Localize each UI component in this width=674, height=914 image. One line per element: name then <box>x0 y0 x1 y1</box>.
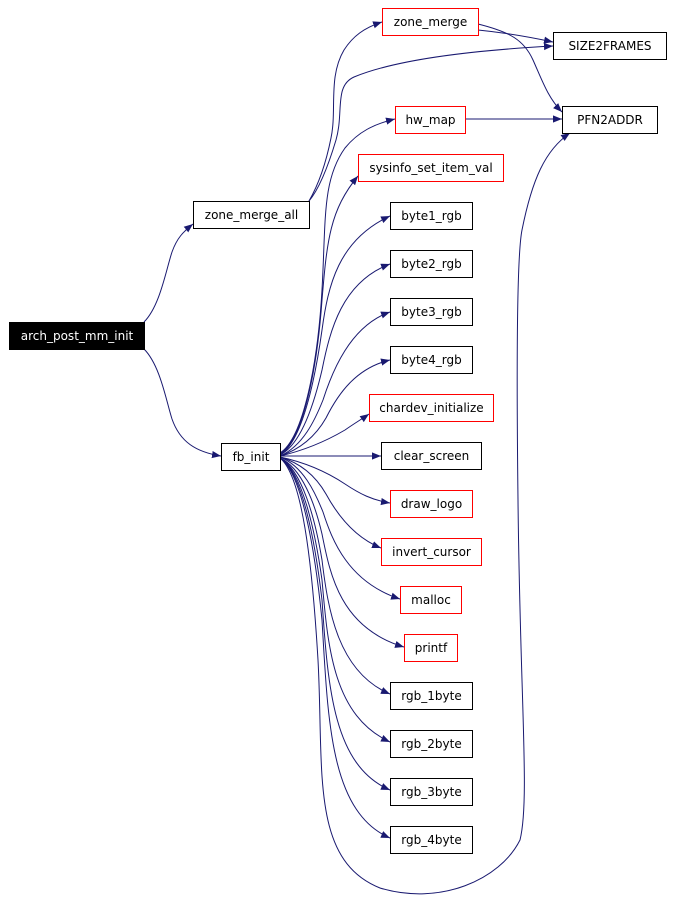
edge-zone-merge-all-to-size2frames <box>308 42 554 202</box>
edge-fb-init-to-byte2-rgb <box>279 263 391 456</box>
edge-arch-post-mm-init-to-fb-init <box>143 348 222 459</box>
node-label-chardev-initialize: chardev_initialize <box>379 401 483 415</box>
node-rgb-3byte[interactable]: rgb_3byte <box>390 778 473 806</box>
node-box-malloc <box>400 586 462 614</box>
node-box-arch-post-mm-init <box>9 322 145 350</box>
node-box-byte3-rgb <box>390 298 473 326</box>
node-box-byte2-rgb <box>390 250 473 278</box>
edge-fb-init-to-byte1-rgb <box>279 215 391 456</box>
node-box-clear-screen <box>381 442 482 470</box>
node-zone-merge[interactable]: zone_merge <box>382 8 479 36</box>
node-label-zone-merge-all: zone_merge_all <box>205 208 298 222</box>
node-malloc[interactable]: malloc <box>400 586 462 614</box>
node-label-size2frames: SIZE2FRAMES <box>568 39 651 53</box>
node-label-fb-init: fb_init <box>233 450 270 464</box>
node-label-byte3-rgb: byte3_rgb <box>401 305 461 319</box>
edge-fb-init-to-rgb-3byte <box>279 457 391 791</box>
node-label-draw-logo: draw_logo <box>401 497 462 511</box>
node-zone-merge-all[interactable]: zone_merge_all <box>193 201 310 229</box>
edges-layer <box>143 21 571 895</box>
node-label-byte4-rgb: byte4_rgb <box>401 353 461 367</box>
node-box-pfn2addr <box>562 106 658 134</box>
node-label-clear-screen: clear_screen <box>394 449 470 463</box>
node-label-hw-map: hw_map <box>405 113 455 127</box>
node-label-invert-cursor: invert_cursor <box>392 545 471 559</box>
node-rgb-1byte[interactable]: rgb_1byte <box>390 682 473 710</box>
edge-fb-init-to-chardev-initialize <box>279 413 370 457</box>
node-box-invert-cursor <box>381 538 482 566</box>
node-label-rgb-4byte: rgb_4byte <box>401 833 461 847</box>
node-box-fb-init <box>221 443 281 471</box>
node-rgb-2byte[interactable]: rgb_2byte <box>390 730 473 758</box>
node-box-rgb-4byte <box>390 826 473 854</box>
node-box-chardev-initialize <box>369 394 494 422</box>
node-box-rgb-3byte <box>390 778 473 806</box>
node-label-zone-merge: zone_merge <box>394 15 467 29</box>
node-label-printf: printf <box>415 641 448 655</box>
node-invert-cursor[interactable]: invert_cursor <box>381 538 482 566</box>
node-fb-init[interactable]: fb_init <box>221 443 281 471</box>
edge-fb-init-to-draw-logo <box>279 456 391 506</box>
node-rgb-4byte[interactable]: rgb_4byte <box>390 826 473 854</box>
node-label-sysinfo-set-item-val: sysinfo_set_item_val <box>369 161 492 175</box>
edge-fb-init-to-rgb-4byte <box>279 457 391 839</box>
edge-fb-init-to-invert-cursor <box>279 456 382 549</box>
node-label-rgb-3byte: rgb_3byte <box>401 785 461 799</box>
edge-fb-init-to-rgb-2byte <box>279 457 391 743</box>
node-hw-map[interactable]: hw_map <box>395 106 466 134</box>
edge-zone-merge-to-size2frames <box>477 29 554 44</box>
node-box-hw-map <box>395 106 466 134</box>
edge-fb-init-to-printf <box>279 457 405 648</box>
node-label-byte1-rgb: byte1_rgb <box>401 209 461 223</box>
node-clear-screen[interactable]: clear_screen <box>381 442 482 470</box>
node-label-rgb-1byte: rgb_1byte <box>401 689 461 703</box>
node-label-malloc: malloc <box>411 593 451 607</box>
edge-fb-init-to-sysinfo-set-item-val <box>279 175 359 455</box>
node-size2frames[interactable]: SIZE2FRAMES <box>553 32 667 60</box>
node-printf[interactable]: printf <box>404 634 458 662</box>
node-byte2-rgb[interactable]: byte2_rgb <box>390 250 473 278</box>
node-label-pfn2addr: PFN2ADDR <box>577 113 643 127</box>
node-box-draw-logo <box>390 490 473 518</box>
node-box-size2frames <box>553 32 667 60</box>
edge-fb-init-to-byte3-rgb <box>279 311 391 457</box>
node-label-byte2-rgb: byte2_rgb <box>401 257 461 271</box>
node-box-rgb-2byte <box>390 730 473 758</box>
node-box-byte1-rgb <box>390 202 473 230</box>
node-label-arch-post-mm-init: arch_post_mm_init <box>21 329 134 343</box>
edge-fb-init-to-pfn2addr <box>279 132 571 895</box>
nodes-layer: arch_post_mm_init zone_merge_all fb_init zo… <box>9 8 667 854</box>
node-box-zone-merge-all <box>193 201 310 229</box>
node-box-printf <box>404 634 458 662</box>
edge-zone-merge-to-pfn2addr <box>477 23 563 113</box>
node-box-zone-merge <box>382 8 479 36</box>
node-byte1-rgb[interactable]: byte1_rgb <box>390 202 473 230</box>
node-box-byte4-rgb <box>390 346 473 374</box>
node-pfn2addr[interactable]: PFN2ADDR <box>562 106 658 134</box>
node-chardev-initialize[interactable]: chardev_initialize <box>369 394 494 422</box>
node-box-rgb-1byte <box>390 682 473 710</box>
node-box-sysinfo-set-item-val <box>358 154 504 182</box>
edge-fb-init-to-byte4-rgb <box>279 358 391 457</box>
edge-fb-init-to-hw-map <box>279 117 396 454</box>
node-draw-logo[interactable]: draw_logo <box>390 490 473 518</box>
edge-fb-init-to-rgb-1byte <box>279 457 391 695</box>
edge-zone-merge-all-to-zone-merge <box>308 21 383 202</box>
node-byte4-rgb[interactable]: byte4_rgb <box>390 346 473 374</box>
node-sysinfo-set-item-val[interactable]: sysinfo_set_item_val <box>358 154 504 182</box>
edge-arch-post-mm-init-to-zone-merge-all <box>143 223 194 323</box>
node-byte3-rgb[interactable]: byte3_rgb <box>390 298 473 326</box>
node-arch-post-mm-init[interactable]: arch_post_mm_init <box>9 322 145 350</box>
edge-fb-init-to-malloc <box>279 456 401 600</box>
node-label-rgb-2byte: rgb_2byte <box>401 737 461 751</box>
